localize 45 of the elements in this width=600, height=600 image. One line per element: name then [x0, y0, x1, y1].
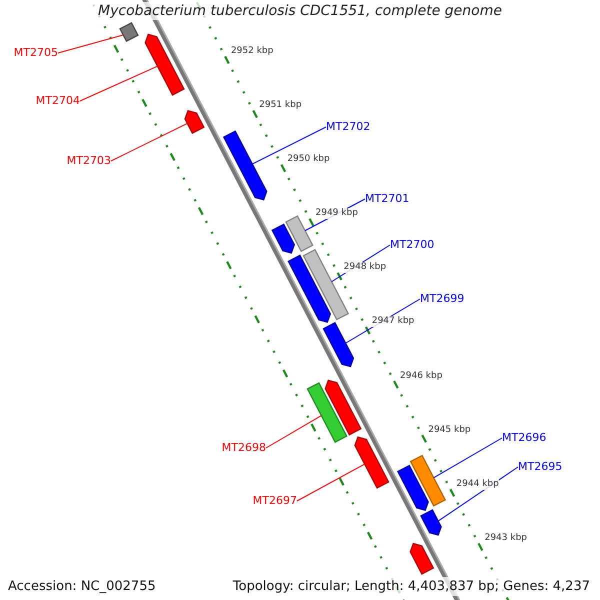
gene-feature — [144, 34, 185, 96]
gene-label: MT2698 — [222, 440, 266, 454]
scale-label: 2945 kbp — [428, 424, 471, 436]
scale-label: 2946 kbp — [400, 370, 442, 382]
gene-label: MT2699 — [420, 292, 464, 304]
scale-label: 2947 kbp — [372, 316, 414, 328]
leader-line — [433, 438, 502, 478]
leader-line — [80, 66, 158, 102]
gene-label: MT2701 — [365, 192, 410, 204]
gene-feature — [222, 130, 268, 200]
genome-stats-text: Topology: circular; Length: 4,403,837 bp; Genes: 4,237 — [230, 577, 592, 596]
gene-feature — [285, 215, 314, 252]
gene-feature — [324, 380, 362, 436]
gene-feature — [322, 322, 354, 368]
gene-label: MT2702 — [326, 120, 370, 132]
gene-feature — [410, 454, 446, 507]
gene-feature — [288, 254, 332, 323]
leader-line — [252, 126, 326, 164]
gene-feature — [410, 542, 434, 575]
scale-label: 2943 kbp — [484, 532, 527, 544]
gene-label: MT2700 — [390, 238, 434, 250]
gene-label: MT2695 — [518, 460, 562, 472]
gene-label: MT2696 — [502, 430, 546, 444]
gene-feature — [397, 464, 429, 511]
scale-label: 2952 kbp — [230, 46, 274, 57]
leader-line — [58, 34, 124, 54]
gene-feature — [119, 22, 139, 42]
leader-line — [266, 415, 322, 448]
gene-feature — [184, 110, 205, 134]
scale-label: 2944 kbp — [456, 478, 499, 490]
gene-feature — [271, 223, 295, 254]
scale-label: 2950 kbp — [287, 154, 330, 166]
accession-text: Accession: NC_002755 — [6, 577, 158, 596]
scale-label: 2948 kbp — [344, 262, 386, 274]
gene-label: MT2705 — [14, 46, 58, 58]
leader-line — [296, 464, 366, 502]
gene-feature — [420, 509, 442, 536]
gene-label: MT2704 — [36, 94, 80, 106]
gene-feature — [306, 382, 348, 443]
gene-label: MT2697 — [252, 494, 297, 506]
scale-label: 2951 kbp — [259, 100, 302, 112]
gene-feature — [354, 436, 390, 489]
leader-line — [110, 122, 188, 162]
scale-label: 2949 kbp — [316, 208, 358, 220]
gene-label: MT2703 — [66, 154, 111, 166]
